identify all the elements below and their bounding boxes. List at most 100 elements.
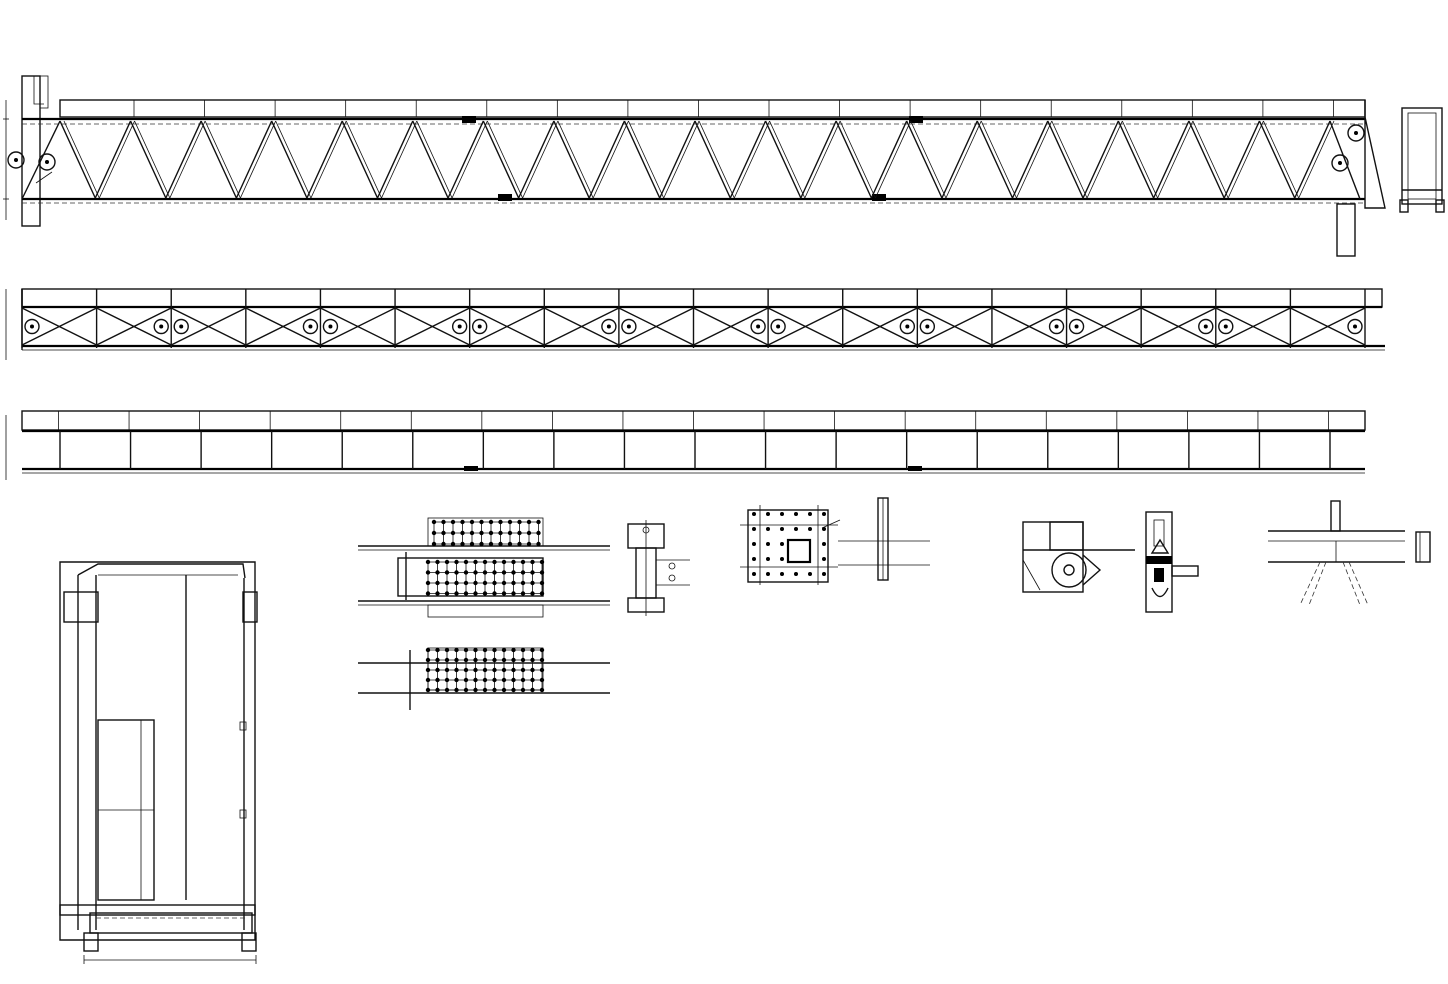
- gusset-bolt: [766, 542, 770, 546]
- bolt: [463, 580, 469, 586]
- bolt: [501, 657, 507, 663]
- bolt: [536, 541, 541, 547]
- web-diagonal-edge: [628, 120, 665, 199]
- cross-brace: [618, 307, 694, 346]
- bolt: [511, 591, 516, 596]
- bolt: [539, 580, 545, 586]
- bolt-node-center: [1074, 324, 1079, 329]
- bolt: [425, 580, 431, 586]
- web-diagonal: [271, 120, 308, 199]
- bolt: [511, 647, 516, 653]
- bolt: [450, 519, 456, 525]
- bolt: [511, 559, 516, 565]
- bolt: [482, 677, 488, 683]
- web-diagonal: [1082, 120, 1119, 199]
- bearing-detail: [1145, 511, 1199, 613]
- bolt: [460, 541, 465, 547]
- web-diagonal-edge: [134, 120, 171, 199]
- cross-brace: [767, 307, 844, 346]
- gusset-bolt: [780, 527, 784, 531]
- bolt: [530, 647, 535, 653]
- bolt: [435, 647, 440, 653]
- bolt: [530, 657, 535, 663]
- web-diagonal: [729, 120, 767, 199]
- web-diagonal: [976, 120, 1014, 199]
- gusset-bolt: [752, 512, 756, 516]
- bolt: [501, 687, 507, 693]
- bolt-node-center: [328, 324, 333, 329]
- bolt: [425, 667, 431, 673]
- bolt: [473, 580, 478, 586]
- bolt: [444, 677, 450, 683]
- web-diagonal-edge: [98, 120, 135, 199]
- pier-junction-detail: [1268, 500, 1431, 606]
- bolt: [454, 677, 459, 683]
- bolt: [473, 647, 478, 653]
- web-diagonal: [376, 120, 414, 199]
- web-diagonal-edge: [1121, 120, 1158, 199]
- web-diagonal: [1258, 120, 1296, 199]
- web-diagonal: [800, 120, 837, 199]
- bolt: [492, 667, 497, 673]
- bolt: [520, 657, 526, 663]
- web-diagonal: [553, 120, 590, 199]
- cross-brace: [1215, 307, 1291, 346]
- bolt: [425, 677, 431, 683]
- bolt: [492, 647, 497, 653]
- web-diagonal: [764, 120, 802, 199]
- web-diagonal: [906, 120, 943, 199]
- web-diagonal-edge: [804, 120, 841, 199]
- bolt: [520, 591, 526, 596]
- web-diagonal: [306, 120, 343, 199]
- bolt: [463, 559, 469, 565]
- bolt: [482, 570, 488, 575]
- gusset-bolt: [752, 572, 756, 576]
- bolt: [530, 570, 535, 575]
- bolt: [526, 519, 532, 525]
- bolt: [463, 647, 469, 653]
- bolt: [501, 591, 507, 596]
- web-diagonal: [1117, 120, 1155, 199]
- web-diagonal-edge: [769, 120, 806, 199]
- truss-plan-view: [5, 288, 1385, 360]
- bolt: [482, 580, 488, 586]
- bolt-node-center: [159, 324, 164, 329]
- bolt: [498, 541, 503, 547]
- web-diagonal: [588, 120, 626, 199]
- web-diagonal: [1294, 120, 1331, 199]
- web-diagonal: [200, 120, 238, 199]
- cross-brace: [991, 307, 1067, 346]
- bolt-node-center: [626, 324, 631, 329]
- web-diagonal: [412, 120, 449, 199]
- bolt: [469, 530, 475, 536]
- bolt: [517, 519, 522, 525]
- truss-bottom-view: [5, 410, 1366, 480]
- gusset-bolt: [822, 572, 826, 576]
- cross-brace: [1066, 307, 1142, 346]
- bolt-node-center: [1223, 324, 1228, 329]
- bolt-node-center: [925, 324, 930, 329]
- web-diagonal-edge: [1016, 120, 1053, 199]
- bolt: [488, 519, 494, 525]
- bolt: [460, 530, 465, 536]
- bolt: [425, 657, 431, 663]
- web-diagonal-edge: [592, 120, 629, 199]
- cross-brace: [917, 307, 993, 346]
- web-diagonal: [1188, 120, 1225, 199]
- web-diagonal: [482, 120, 520, 199]
- web-diagonal-edge: [980, 120, 1017, 199]
- web-diagonal-edge: [557, 120, 594, 199]
- gusset-bolt: [808, 572, 812, 576]
- gusset-bolt: [766, 512, 770, 516]
- bolt: [454, 570, 459, 575]
- bolt: [444, 580, 450, 586]
- bolt: [501, 559, 507, 565]
- gusset-bolt: [780, 512, 784, 516]
- bolt: [431, 519, 437, 525]
- bolt: [482, 647, 488, 653]
- cross-brace: [1140, 307, 1217, 346]
- bolt-node-center: [477, 324, 482, 329]
- cross-brace: [21, 307, 97, 346]
- bolt: [454, 591, 459, 596]
- bolt: [520, 687, 526, 693]
